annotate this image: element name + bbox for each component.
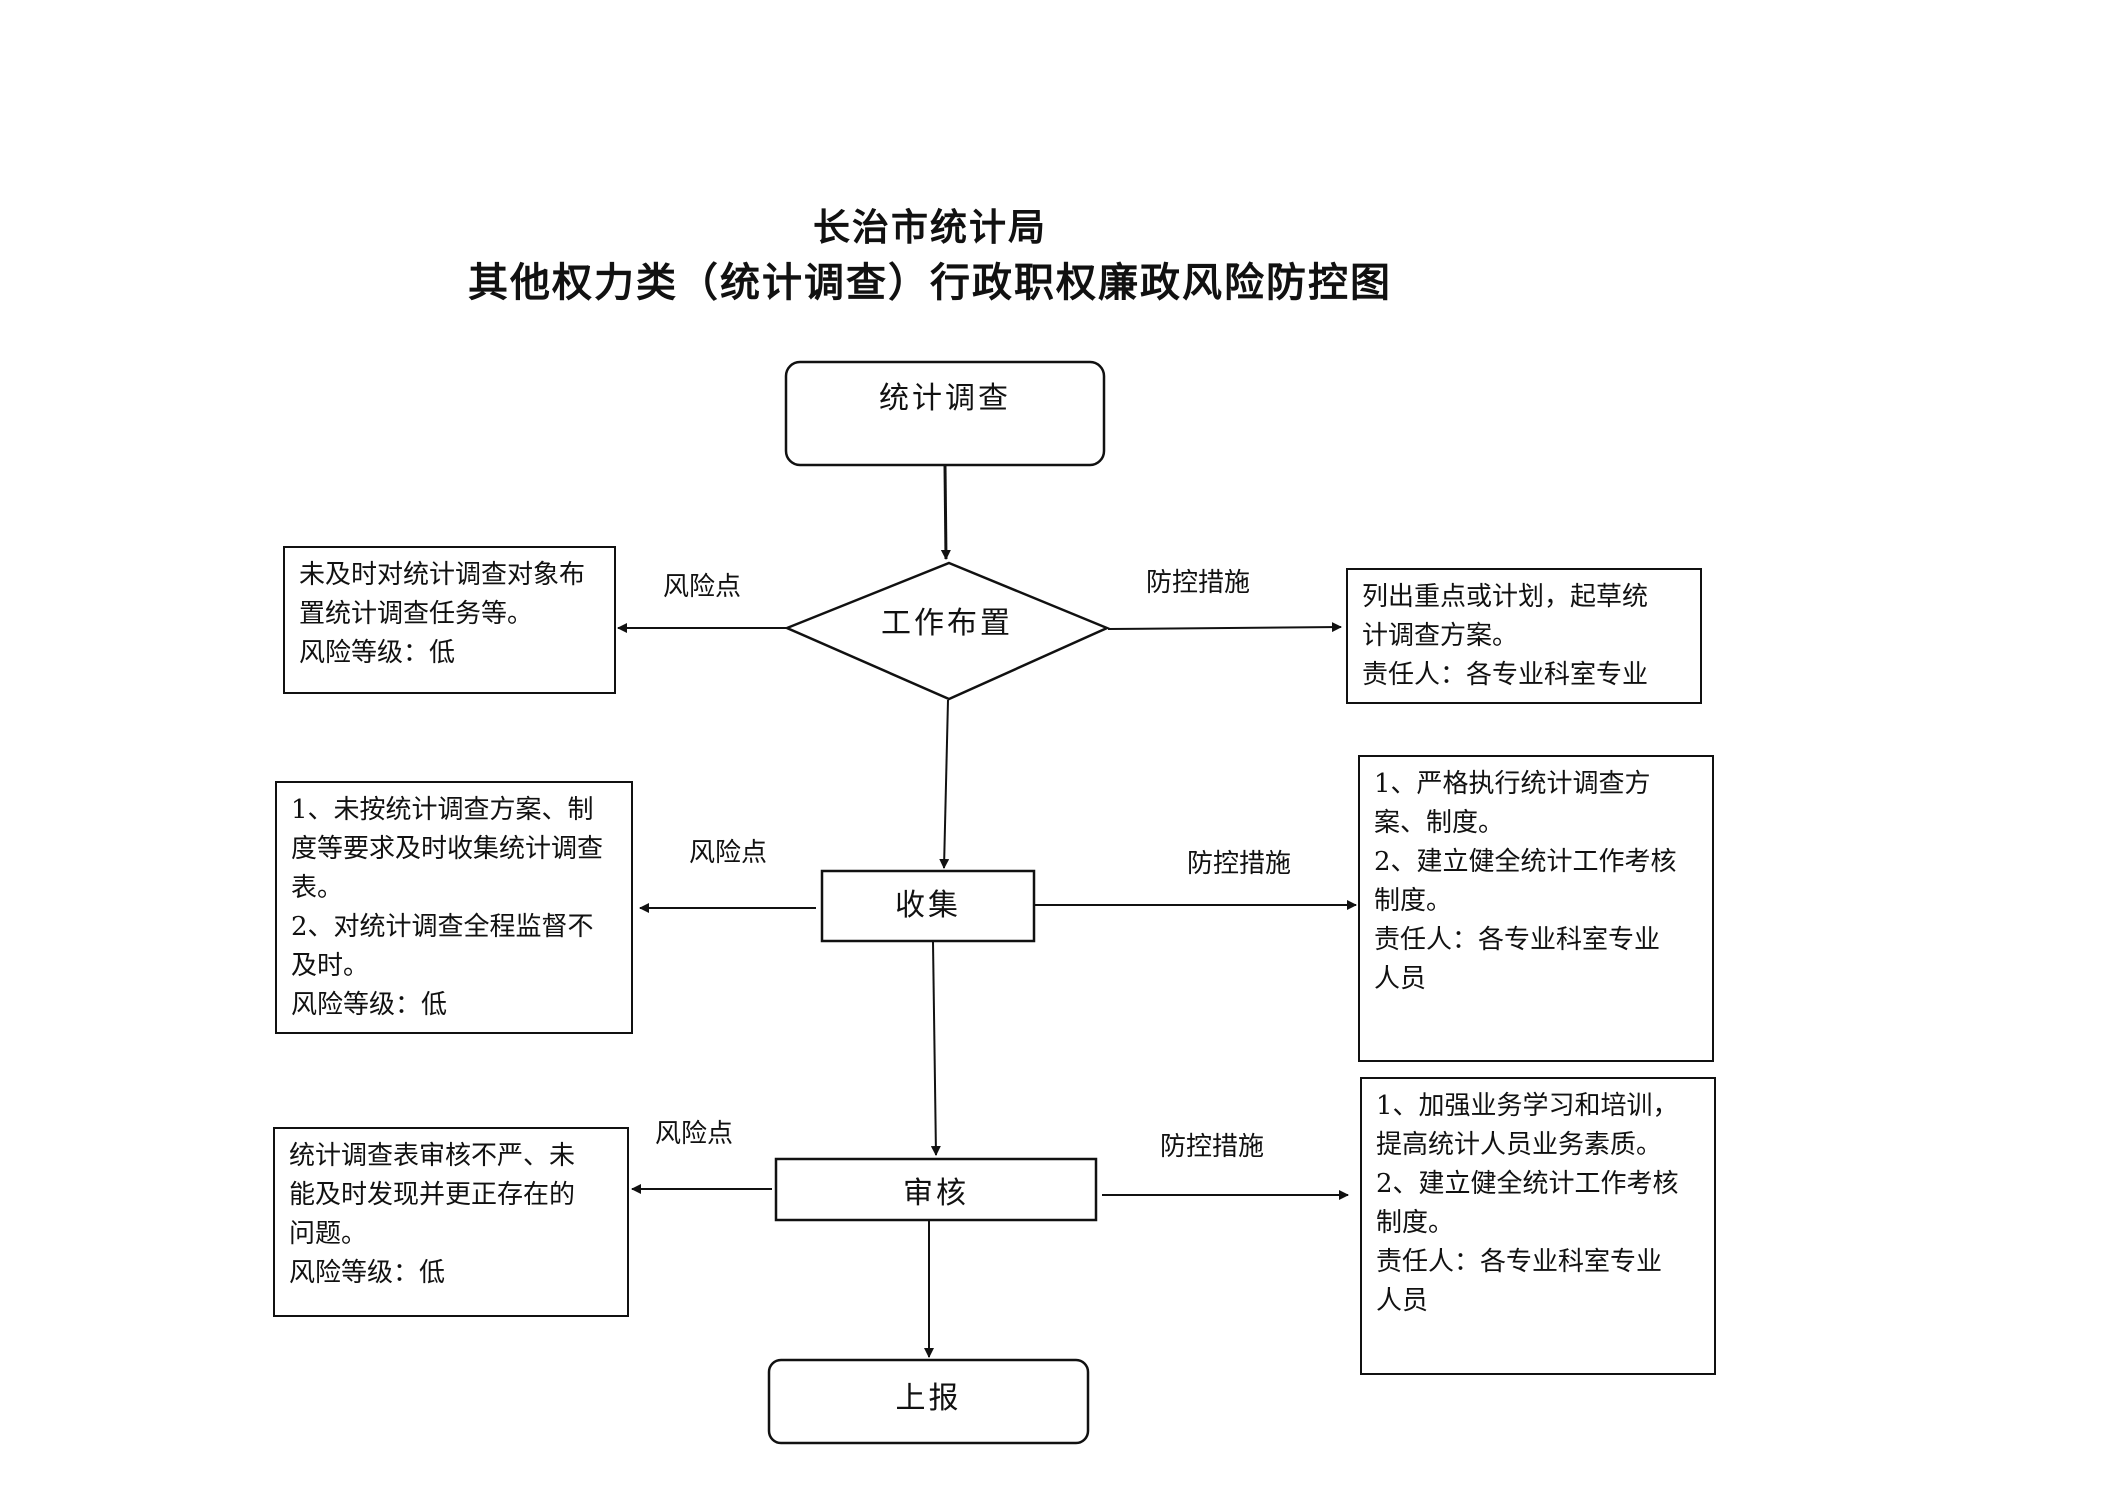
control-measure-label-3: 防控措施 — [1160, 1132, 1265, 1162]
review-node-shape — [774, 1157, 1098, 1222]
measure-box-text: 案、制度。 — [1374, 808, 1505, 838]
responsible-person: 责任人：各专业科室专业 — [1362, 660, 1649, 690]
decision-node-work-assignment: 工作布置 — [881, 606, 1013, 641]
measure-box-text: 列出重点或计划，起草统 — [1362, 582, 1649, 612]
risk-point-label-1: 风险点 — [663, 572, 742, 602]
risk-box-text: 及时。 — [291, 951, 370, 981]
measure-box-text: 2、建立健全统计工作考核 — [1376, 1169, 1679, 1199]
measure-box-text: 1、加强业务学习和培训， — [1376, 1091, 1679, 1121]
report-node: 上报 — [895, 1381, 962, 1416]
decision-diamond-shape — [783, 561, 1111, 701]
risk-box-3: 统计调查表审核不严、未 能及时发现并更正存在的 问题。 风险等级：低 — [273, 1127, 629, 1317]
risk-level: 风险等级：低 — [289, 1258, 446, 1288]
arrow-start-to-step1 — [940, 465, 951, 560]
measure-box-text: 计调查方案。 — [1362, 621, 1519, 651]
measure-box-1: 列出重点或计划，起草统 计调查方案。 责任人：各专业科室专业 — [1346, 568, 1702, 704]
risk-point-label-2: 风险点 — [689, 838, 768, 868]
arrow-step1-measure — [1107, 622, 1342, 633]
end-node-shape — [767, 1358, 1090, 1445]
risk-box-1: 未及时对统计调查对象布 置统计调查任务等。 风险等级：低 — [283, 546, 616, 694]
title-line-1: 长治市统计局 — [813, 205, 1047, 249]
control-measure-label-2: 防控措施 — [1187, 849, 1292, 879]
risk-box-text: 未及时对统计调查对象布 — [299, 560, 586, 590]
arrow-step1-to-step2 — [939, 699, 950, 869]
measure-box-text: 制度。 — [1374, 886, 1453, 916]
arrow-step2-to-step3 — [930, 941, 941, 1156]
measure-box-text: 提高统计人员业务素质。 — [1376, 1130, 1663, 1160]
risk-box-2: 1、未按统计调查方案、制 度等要求及时收集统计调查 表。 2、对统计调查全程监督… — [275, 781, 633, 1034]
risk-box-text: 能及时发现并更正存在的 — [289, 1180, 576, 1210]
measure-box-text: 2、建立健全统计工作考核 — [1374, 847, 1677, 877]
responsible-person: 责任人：各专业科室专业 — [1374, 925, 1661, 955]
title-line-2: 其他权力类（统计调查）行政职权廉政风险防控图 — [468, 259, 1392, 306]
risk-box-text: 表。 — [291, 873, 344, 903]
risk-point-label-3: 风险点 — [655, 1119, 734, 1149]
control-measure-label-1: 防控措施 — [1146, 568, 1251, 598]
risk-box-text: 置统计调查任务等。 — [299, 599, 534, 629]
start-node: 统计调查 — [879, 381, 1011, 416]
measure-box-2: 1、严格执行统计调查方 案、制度。 2、建立健全统计工作考核 制度。 责任人：各… — [1358, 755, 1714, 1062]
risk-box-text: 2、对统计调查全程监督不 — [291, 912, 594, 942]
measure-box-text: 1、严格执行统计调查方 — [1374, 769, 1651, 799]
risk-level: 风险等级：低 — [291, 990, 448, 1020]
risk-box-text: 1、未按统计调查方案、制 — [291, 795, 594, 825]
start-node-shape — [784, 360, 1106, 467]
measure-box-3: 1、加强业务学习和培训， 提高统计人员业务素质。 2、建立健全统计工作考核 制度… — [1360, 1077, 1716, 1375]
responsible-person: 人员 — [1374, 964, 1427, 994]
collect-node-shape — [820, 869, 1036, 943]
measure-box-text: 制度。 — [1376, 1208, 1455, 1238]
risk-box-text: 统计调查表审核不严、未 — [289, 1141, 576, 1171]
collect-node: 收集 — [895, 888, 961, 923]
responsible-person: 人员 — [1376, 1286, 1429, 1316]
risk-box-text: 问题。 — [289, 1219, 368, 1249]
review-node: 审核 — [903, 1175, 969, 1211]
responsible-person: 责任人：各专业科室专业 — [1376, 1247, 1663, 1277]
risk-box-text: 度等要求及时收集统计调查 — [291, 834, 604, 864]
risk-level: 风险等级：低 — [299, 638, 456, 668]
